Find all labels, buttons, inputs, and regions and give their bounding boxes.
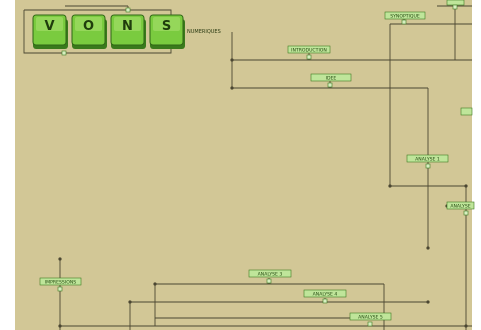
node-synoptique-label: SYNOPTIQUE <box>390 14 420 20</box>
node-analyse-2-label: ANALYSE <box>450 204 470 210</box>
canvas-background <box>15 0 472 330</box>
key-connector-node-left <box>62 51 66 55</box>
node-right-edge[interactable] <box>461 108 472 115</box>
key-n-label: N <box>122 19 133 34</box>
key-s[interactable]: S <box>150 15 185 49</box>
node-introduction-label: INTRODUCTION <box>291 48 327 54</box>
key-o[interactable]: O <box>72 15 107 49</box>
node-impressions-label: IMPRESSIONS <box>45 280 76 286</box>
key-o-label: O <box>83 19 94 34</box>
key-n[interactable]: N <box>111 15 146 49</box>
key-s-label: S <box>162 19 171 34</box>
node-ideas-label: IDEE <box>326 76 337 82</box>
numeriques-label: NUMERIQUES <box>187 29 221 35</box>
numeriques-text: NUMERIQUES <box>187 29 221 35</box>
key-v[interactable]: V <box>33 15 68 49</box>
key-connector-node-top <box>126 8 130 12</box>
node-analyse-3-label: ANALYSE 3 <box>258 272 283 278</box>
key-v-label: V <box>44 19 54 34</box>
node-analyse-1-label: ANALYSE 1 <box>415 157 440 163</box>
node-analyse-5-label: ANALYSE 5 <box>358 315 383 321</box>
node-analyse-4-label: ANALYSE 4 <box>313 292 338 298</box>
